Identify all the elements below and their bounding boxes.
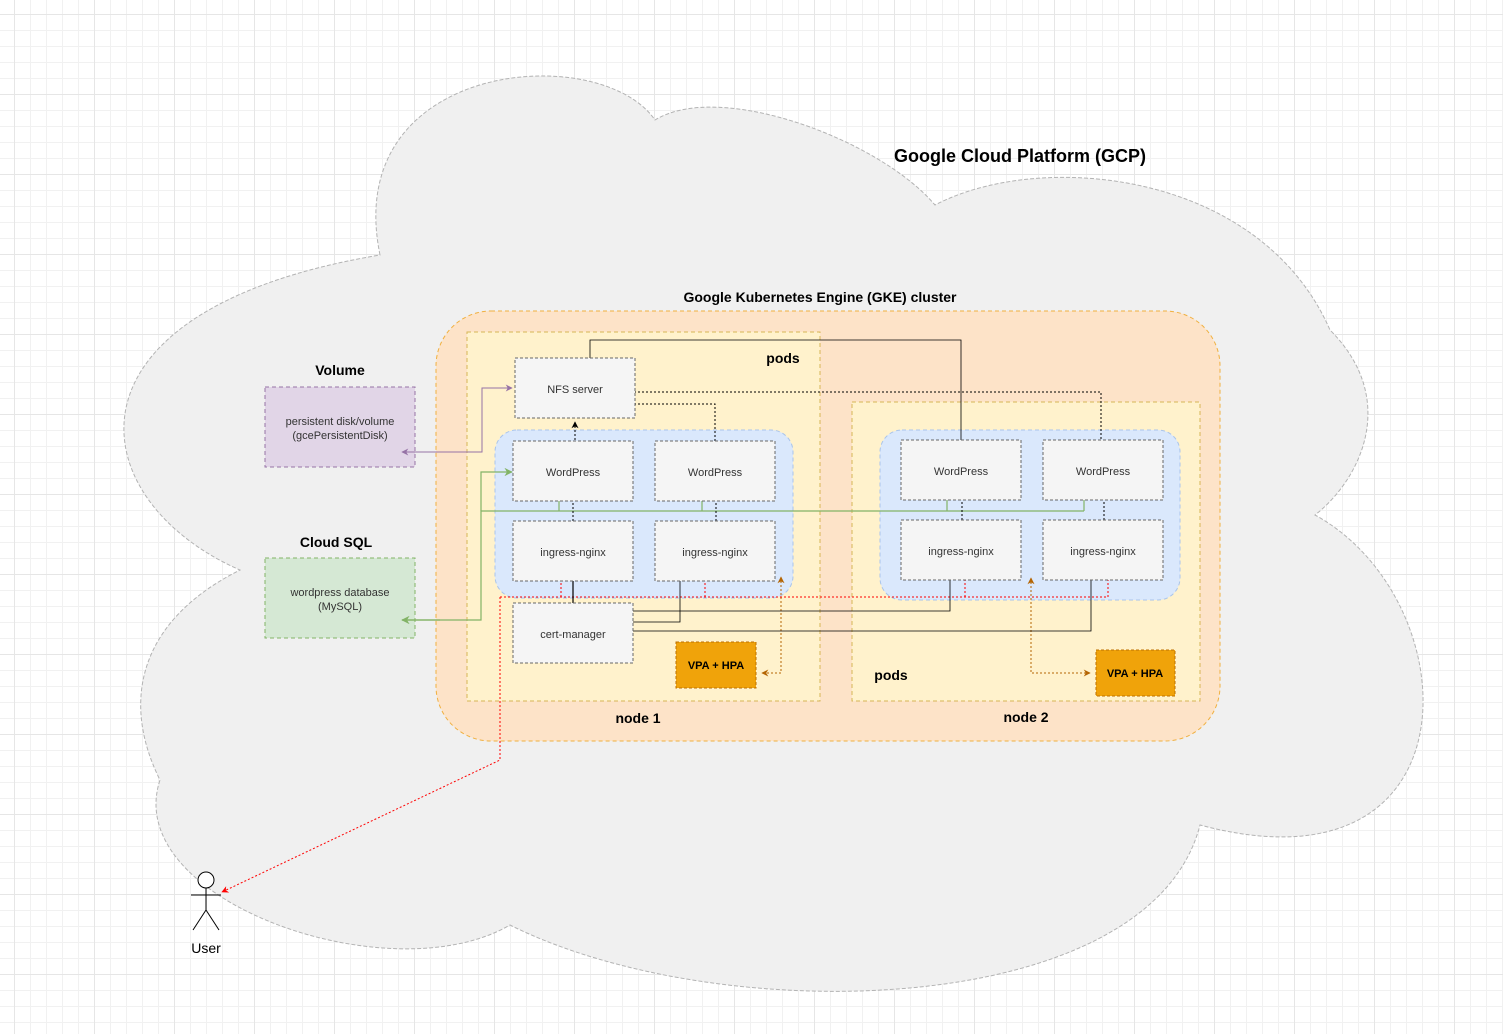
volume-title: Volume — [315, 362, 365, 378]
wordpress-node1-a-label: WordPress — [546, 467, 601, 479]
edges — [221, 339, 1112, 893]
edge-db-bus — [402, 510, 1084, 621]
volume-text-line2: (gcePersistentDisk) — [292, 430, 387, 442]
db-text-line2: (MySQL) — [318, 601, 362, 613]
node2-pods-label: pods — [874, 667, 908, 683]
ingress-node2-a[interactable] — [900, 519, 1022, 581]
db-text-line1: wordpress database — [289, 587, 389, 599]
wordpress-node2-b-label: WordPress — [1076, 466, 1131, 478]
wordpress-node2-b[interactable] — [1042, 439, 1164, 501]
node1-label: node 1 — [615, 710, 660, 726]
cert-manager-box[interactable] — [512, 602, 634, 664]
gke-cluster-title: Google Kubernetes Engine (GKE) cluster — [683, 289, 957, 305]
vpa-hpa-node1[interactable] — [675, 641, 757, 689]
ingress-node1-b[interactable] — [654, 520, 776, 582]
edge-nfs-wp-n2b — [621, 388, 1105, 455]
persistent-volume-box[interactable] — [264, 386, 416, 468]
wordpress-node2-a[interactable] — [900, 439, 1022, 501]
edge-user-traffic — [221, 597, 501, 893]
wordpress-node1-a[interactable] — [512, 440, 634, 502]
node1-pods-label: pods — [766, 350, 800, 366]
ingress-node2-b[interactable] — [1042, 519, 1164, 581]
vpa-hpa-node1-label: VPA + HPA — [688, 660, 744, 672]
volume-text-line1: persistent disk/volume — [286, 416, 395, 428]
edge-cert-ing-n2b — [622, 569, 1094, 634]
ingress-node2-a-label: ingress-nginx — [928, 546, 994, 558]
ingress-node2-b-label: ingress-nginx — [1070, 546, 1136, 558]
node2-label: node 2 — [1003, 709, 1048, 725]
user-actor-icon[interactable] — [191, 871, 221, 931]
wordpress-node2-a-label: WordPress — [934, 466, 989, 478]
wordpress-node1-b-label: WordPress — [688, 467, 743, 479]
edge-nfs-volume — [401, 384, 513, 456]
cloudsql-title: Cloud SQL — [300, 534, 373, 550]
wordpress-database-box[interactable] — [264, 557, 416, 639]
nfs-server-label: NFS server — [547, 384, 603, 396]
ingress-node1-b-label: ingress-nginx — [682, 547, 748, 559]
gcp-title: Google Cloud Platform (GCP) — [894, 146, 1146, 166]
edge-db-wp-n1a-side — [480, 467, 513, 511]
ingress-node1-a-label: ingress-nginx — [540, 547, 606, 559]
ingress-node1-a[interactable] — [512, 520, 634, 582]
vpa-hpa-node2-label: VPA + HPA — [1107, 668, 1163, 680]
cert-manager-label: cert-manager — [540, 629, 606, 641]
nfs-server-box[interactable] — [514, 357, 636, 419]
user-label: User — [191, 940, 221, 956]
vpa-hpa-node2[interactable] — [1095, 649, 1176, 697]
wordpress-node1-b[interactable] — [654, 440, 776, 502]
